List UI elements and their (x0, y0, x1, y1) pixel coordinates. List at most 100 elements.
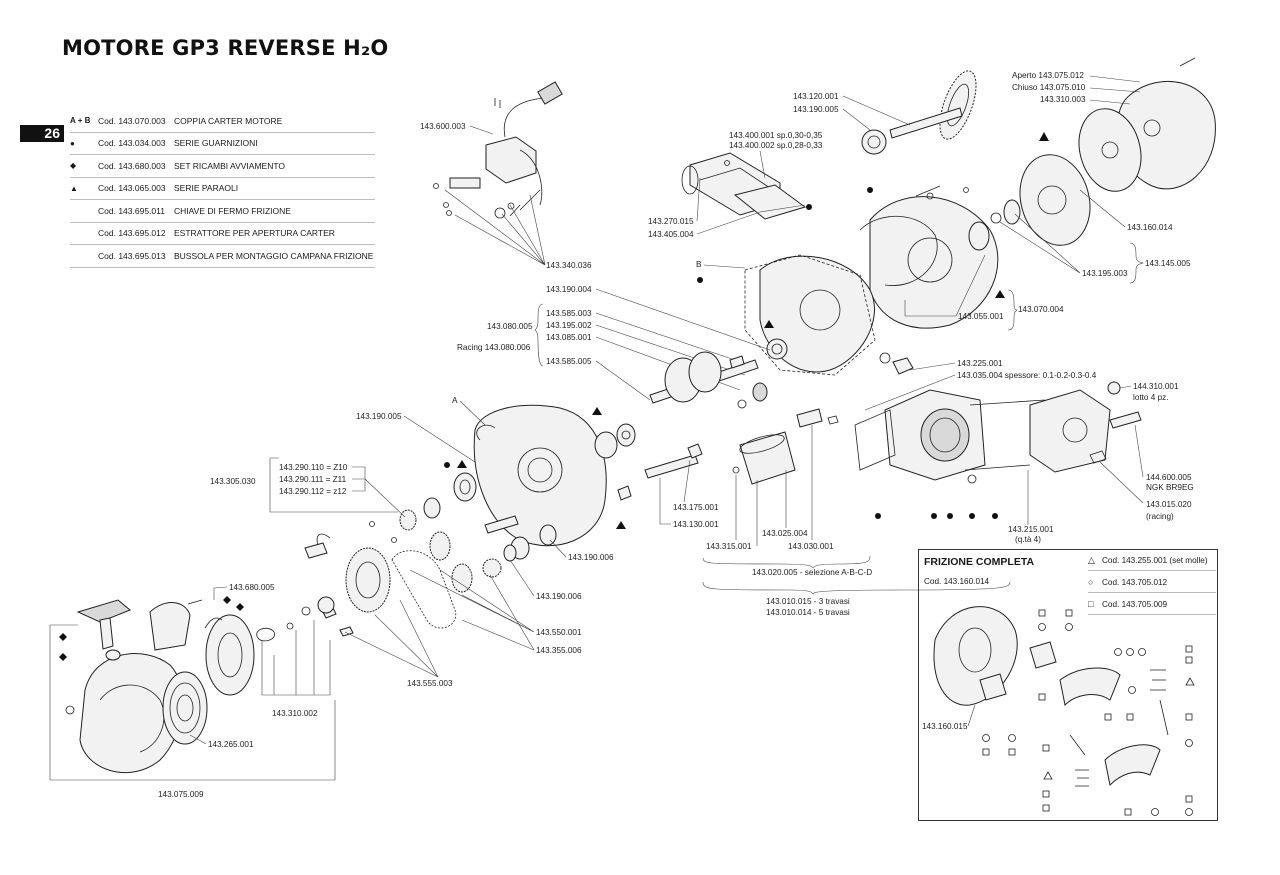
seal-marker-triangle (1039, 132, 1049, 141)
part-label: 143.030.001 (788, 542, 834, 551)
belt-pulley-drawing (286, 521, 457, 637)
part-label: 143.215.001 (1008, 525, 1054, 534)
part-label: 143.585.003 (546, 309, 592, 318)
seal-marker-triangle (995, 290, 1005, 298)
part-label: 143.355.006 (536, 646, 582, 655)
part-label: Chiuso 143.075.010 (1012, 83, 1086, 92)
clutch-code: Cod. 143.160.014 (924, 577, 990, 586)
legend-description: SET RICAMBI AVVIAMENTO (174, 154, 375, 178)
legend-description: SERIE GUARNIZIONI (174, 132, 375, 155)
gasket-marker-dot (806, 204, 812, 210)
reed-valve-drawing (681, 152, 807, 220)
part-label: 143.175.001 (673, 503, 719, 512)
clutch-legend-row: □Cod. 143.705.009 (1088, 595, 1216, 615)
circle-outline-icon: ○ (1088, 577, 1094, 587)
clutch-marker-triangles (1043, 677, 1195, 780)
clutch-legend-text: Cod. 143.705.012 (1102, 578, 1168, 587)
legend-symbol (70, 199, 98, 223)
part-label: 143.555.003 (407, 679, 453, 688)
part-label: 143.310.002 (272, 709, 318, 718)
part-label: (racing) (1146, 512, 1174, 521)
part-label: 143.075.009 (158, 790, 204, 799)
cylinder-drawing (854, 389, 1046, 481)
part-label: 143.290.111 = Z11 (279, 475, 347, 484)
part-label: 143.405.004 (648, 230, 694, 239)
legend-description: BUSSOLA PER MONTAGGIO CAMPANA FRIZIONE (174, 244, 375, 268)
gasket-marker-dot (697, 277, 703, 283)
part-label: 143.600.003 (420, 122, 466, 131)
gasket-marker-dot (931, 513, 937, 519)
clutch-marker-circles (982, 623, 1193, 816)
gasket-marker-dot (969, 513, 975, 519)
legend-code: Cod. 143.695.011 (98, 199, 174, 223)
part-label: 143.145.005 (1145, 259, 1191, 268)
part-label: 143.020.005 - selezione A-B-C-D (752, 568, 872, 577)
part-label: 143.080.005 (487, 322, 533, 331)
crankcase-b-drawing (859, 185, 999, 329)
part-label: 143.400.001 sp.0,30-0,35 (729, 131, 823, 140)
part-label: 143.225.001 (957, 359, 1003, 368)
clutch-title: FRIZIONE COMPLETA (924, 556, 1035, 568)
seal-marker-triangle (592, 407, 602, 415)
legend-code: Cod. 143.680.003 (98, 154, 174, 178)
legend-code: Cod. 143.034.003 (98, 132, 174, 155)
part-label: 143.290.110 = Z10 (279, 463, 348, 472)
bearing-drawing (453, 472, 477, 502)
part-label: 143.305.030 (210, 477, 256, 486)
part-label: 143.585.005 (546, 357, 592, 366)
clutch-detail-drawing (933, 606, 1169, 787)
legend-description: CHIAVE DI FERMO FRIZIONE (174, 199, 375, 223)
legend-code: Cod. 143.070.003 (98, 110, 174, 133)
part-label: B (696, 260, 702, 269)
part-label: 143.025.004 (762, 529, 808, 538)
clutch-cover-drawing (990, 57, 1216, 246)
part-label: 143.195.002 (546, 321, 592, 330)
clutch-legend-text: Cod. 143.705.009 (1102, 600, 1168, 609)
part-label: 144.310.001 (1133, 382, 1179, 391)
part-label: 143.130.001 (673, 520, 719, 529)
legend-symbol: ▲ (70, 177, 98, 200)
part-label: 143.290.112 = z12 (279, 487, 347, 496)
legend-symbol: ● (70, 132, 98, 155)
gasket-marker-dot (444, 462, 450, 468)
starter-drawing (65, 599, 255, 774)
part-label: lotto 4 pz. (1133, 393, 1169, 402)
part-label: (q.tà 4) (1015, 535, 1041, 544)
sprocket-drawing (399, 497, 517, 593)
driven-gear-drawing (861, 70, 977, 155)
part-label: 143.190.006 (568, 553, 614, 562)
part-label: 143.265.001 (208, 740, 254, 749)
gasket-marker-dot (947, 513, 953, 519)
page-title: MOTORE GP3 REVERSE H₂O (62, 36, 389, 60)
legend-symbol (70, 244, 98, 268)
legend-symbol: A + B (70, 110, 98, 133)
seal-marker-triangle (616, 521, 626, 529)
part-label: 143.190.005 (793, 105, 839, 114)
part-label: 143.310.003 (1040, 95, 1086, 104)
part-label: 143.010.015 - 3 travasi (766, 597, 850, 606)
part-label: 143.015.020 (1146, 500, 1192, 509)
part-label: 143.160.015 (922, 722, 968, 731)
legend-description: COPPIA CARTER MOTORE (174, 110, 375, 133)
part-label: Aperto 143.075.012 (1012, 71, 1084, 80)
part-label: 143.160.014 (1127, 223, 1173, 232)
clutch-legend-row: △Cod. 143.255.001 (set molle) (1088, 551, 1216, 571)
legend-description: SERIE PARAOLI (174, 177, 375, 200)
part-label: 143.270.015 (648, 217, 694, 226)
legend-description: ESTRATTORE PER APERTURA CARTER (174, 222, 375, 245)
ignition-coil-drawing (433, 81, 563, 219)
gasket-marker-dot (867, 187, 873, 193)
part-label: 143.190.006 (536, 592, 582, 601)
part-label: Racing 143.080.006 (457, 343, 531, 352)
starter-marker-diamonds (59, 596, 244, 661)
legend-symbol (70, 222, 98, 245)
crankcase-a-drawing (473, 404, 636, 547)
piston-drawing (732, 408, 839, 485)
legend-code: Cod. 143.065.003 (98, 177, 174, 200)
